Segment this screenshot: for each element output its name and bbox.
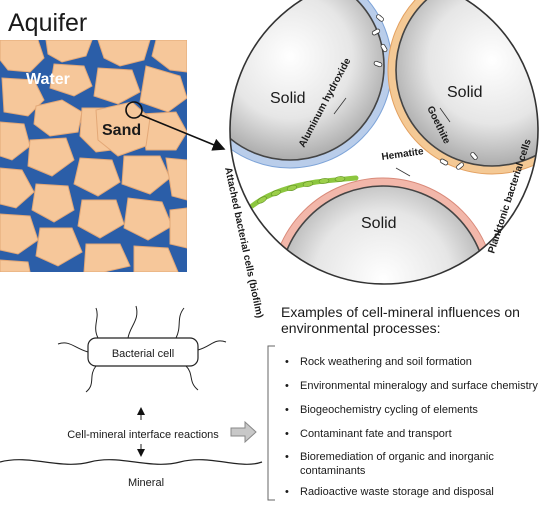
magnified-view-outline	[229, 0, 539, 285]
solid-label-top-right: Solid	[447, 84, 483, 101]
list-item: Biogeochemistry cycling of elements	[300, 404, 478, 416]
solid-label-top-left: Solid	[270, 90, 306, 107]
solid-grain-bottom	[278, 185, 488, 284]
bullet-marker: •	[285, 404, 289, 416]
bullet-marker: •	[285, 380, 289, 392]
bacterial-cell: Bacterial cell	[57, 305, 227, 393]
mineral-label: Mineral	[128, 477, 164, 489]
zoom-focus-circle	[125, 101, 143, 119]
bacterial-cell-body	[87, 337, 199, 367]
list-item: Radioactive waste storage and disposal	[300, 486, 494, 498]
list-item: Rock weathering and soil formation	[300, 356, 472, 368]
sand-grains	[0, 40, 187, 272]
bacterial-cell-label: Bacterial cell	[112, 348, 174, 360]
water-label: Water	[26, 71, 70, 88]
sand-label: Sand	[102, 122, 141, 139]
zoom-arrow	[140, 114, 226, 151]
examples-list: • Rock weathering and soil formation • E…	[285, 356, 538, 498]
block-arrow	[230, 420, 257, 444]
bullet-marker: •	[285, 428, 289, 440]
bullet-marker: •	[285, 451, 289, 463]
biofilm-cells	[257, 176, 346, 204]
mineral-surface	[0, 459, 263, 465]
biofilm	[249, 175, 359, 209]
interface-reactions-label: Cell-mineral interface reactions	[67, 429, 219, 441]
list-item: Bioremediation of organic and inorganic	[300, 451, 494, 463]
solid-grain-top-right	[395, 0, 538, 167]
list-item: Contaminant fate and transport	[300, 428, 452, 440]
bullet-marker: •	[285, 356, 289, 368]
examples-heading-line1: Examples of cell-mineral influences on	[281, 304, 520, 320]
examples-heading-line2: environmental processes:	[281, 320, 441, 336]
aquifer-panel	[0, 40, 187, 272]
solid-label-bottom: Solid	[361, 215, 397, 232]
list-item: Environmental mineralogy and surface che…	[300, 380, 538, 392]
figure-title: Aquifer	[8, 9, 87, 37]
examples-bracket	[267, 345, 275, 501]
magnified-view	[229, 0, 539, 285]
planktonic-cells	[371, 14, 478, 170]
bullet-marker: •	[285, 486, 289, 498]
list-item-continuation: contaminants	[300, 465, 366, 477]
